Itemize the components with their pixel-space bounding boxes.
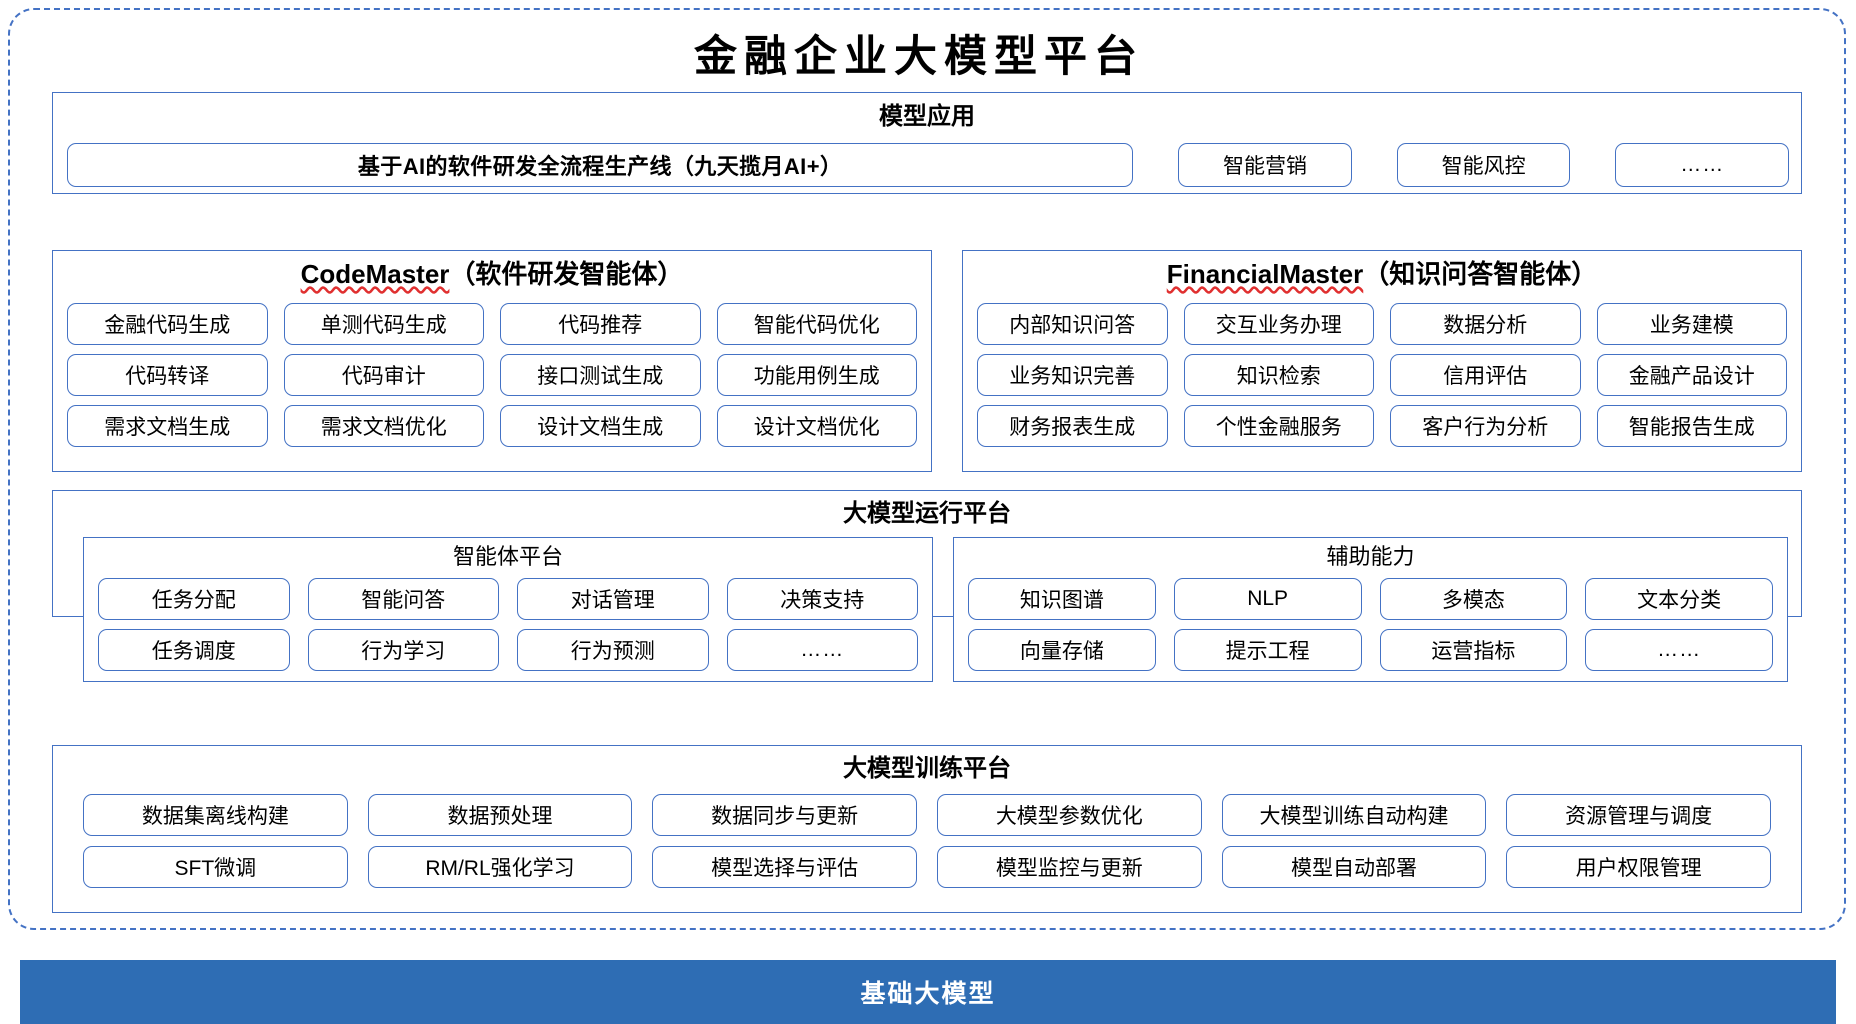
training-platform-heading: 大模型训练平台 bbox=[843, 755, 1011, 782]
financialmaster-capability-grid: 内部知识问答 交互业务办理 数据分析 业务建模 业务知识完善 知识检索 信用评估… bbox=[977, 303, 1787, 447]
codemaster-item[interactable]: 设计文档优化 bbox=[716, 405, 917, 447]
codemaster-name-en: CodeMaster bbox=[300, 259, 450, 289]
auxiliary-capability-item-more[interactable]: …… bbox=[1585, 629, 1773, 671]
agent-platform-grid: 任务分配 智能问答 对话管理 决策支持 任务调度 行为学习 行为预测 …… bbox=[98, 578, 918, 671]
auxiliary-capability-subpanel: 辅助能力 知识图谱 NLP 多模态 文本分类 向量存储 提示工程 运营指标 …… bbox=[953, 537, 1788, 682]
page-title: 金融企业大模型平台 bbox=[694, 32, 1144, 82]
financialmaster-item[interactable]: 财务报表生成 bbox=[977, 405, 1168, 447]
auxiliary-capability-item[interactable]: 文本分类 bbox=[1585, 578, 1773, 620]
training-platform-item[interactable]: 大模型参数优化 bbox=[936, 794, 1202, 836]
codemaster-item[interactable]: 金融代码生成 bbox=[67, 303, 268, 345]
training-platform-item[interactable]: 用户权限管理 bbox=[1506, 846, 1771, 888]
codemaster-heading: CodeMaster（软件研发智能体） bbox=[53, 261, 931, 287]
codemaster-item[interactable]: 单测代码生成 bbox=[283, 303, 484, 345]
agent-platform-item[interactable]: 任务分配 bbox=[98, 578, 290, 620]
agent-platform-subpanel: 智能体平台 任务分配 智能问答 对话管理 决策支持 任务调度 行为学习 行为预测… bbox=[83, 537, 933, 682]
financialmaster-item[interactable]: 智能报告生成 bbox=[1596, 405, 1787, 447]
agent-platform-item[interactable]: 行为学习 bbox=[307, 629, 499, 671]
financialmaster-item[interactable]: 交互业务办理 bbox=[1183, 303, 1374, 345]
agent-platform-item[interactable]: 决策支持 bbox=[726, 578, 918, 620]
app-item-pipeline[interactable]: 基于AI的软件研发全流程生产线（九天揽月AI+） bbox=[67, 143, 1134, 187]
auxiliary-capability-heading: 辅助能力 bbox=[1326, 544, 1415, 569]
codemaster-name-cn: （软件研发智能体） bbox=[449, 259, 684, 289]
diagram-outer-frame bbox=[8, 8, 1846, 930]
auxiliary-capability-item[interactable]: 多模态 bbox=[1379, 578, 1568, 620]
financialmaster-item[interactable]: 内部知识问答 bbox=[977, 303, 1168, 345]
foundation-model-banner: 基础大模型 bbox=[20, 960, 1836, 1024]
codemaster-capability-grid: 金融代码生成 单测代码生成 代码推荐 智能代码优化 代码转译 代码审计 接口测试… bbox=[67, 303, 917, 447]
auxiliary-capability-item[interactable]: 知识图谱 bbox=[968, 578, 1156, 620]
auxiliary-capability-item[interactable]: 运营指标 bbox=[1379, 629, 1568, 671]
training-platform-item[interactable]: 数据预处理 bbox=[367, 794, 633, 836]
runtime-platform-panel: 大模型运行平台 智能体平台 任务分配 智能问答 对话管理 决策支持 任务调度 行… bbox=[52, 490, 1802, 682]
auxiliary-capability-item[interactable]: 向量存储 bbox=[968, 629, 1156, 671]
training-platform-item[interactable]: 大模型训练自动构建 bbox=[1221, 794, 1487, 836]
model-application-items: 基于AI的软件研发全流程生产线（九天揽月AI+） 智能营销 智能风控 …… bbox=[67, 143, 1790, 187]
training-platform-item[interactable]: 模型监控与更新 bbox=[936, 846, 1202, 888]
agent-platform-item[interactable]: 智能问答 bbox=[307, 578, 499, 620]
financialmaster-name-cn: （知识问答智能体） bbox=[1363, 259, 1598, 289]
codemaster-item[interactable]: 需求文档生成 bbox=[67, 405, 268, 447]
auxiliary-capability-item[interactable]: NLP bbox=[1173, 578, 1362, 620]
training-platform-item[interactable]: SFT微调 bbox=[83, 846, 348, 888]
training-platform-grid: 数据集离线构建 数据预处理 数据同步与更新 大模型参数优化 大模型训练自动构建 … bbox=[83, 794, 1771, 888]
codemaster-item[interactable]: 接口测试生成 bbox=[500, 354, 701, 396]
auxiliary-capability-item[interactable]: 提示工程 bbox=[1173, 629, 1362, 671]
app-item-marketing[interactable]: 智能营销 bbox=[1178, 143, 1352, 187]
financialmaster-item[interactable]: 业务知识完善 bbox=[977, 354, 1168, 396]
financialmaster-item[interactable]: 客户行为分析 bbox=[1390, 405, 1581, 447]
training-platform-item[interactable]: 资源管理与调度 bbox=[1506, 794, 1771, 836]
training-platform-panel: 大模型训练平台 数据集离线构建 数据预处理 数据同步与更新 大模型参数优化 大模… bbox=[52, 745, 1802, 913]
codemaster-item[interactable]: 代码审计 bbox=[283, 354, 484, 396]
agent-platform-item[interactable]: 对话管理 bbox=[517, 578, 709, 620]
financialmaster-item[interactable]: 业务建模 bbox=[1596, 303, 1787, 345]
model-application-panel: 模型应用 基于AI的软件研发全流程生产线（九天揽月AI+） 智能营销 智能风控 … bbox=[52, 92, 1802, 194]
training-platform-item[interactable]: 数据同步与更新 bbox=[652, 794, 917, 836]
codemaster-item[interactable]: 智能代码优化 bbox=[716, 303, 917, 345]
agent-platform-item[interactable]: 任务调度 bbox=[98, 629, 290, 671]
agent-platform-heading: 智能体平台 bbox=[452, 544, 563, 569]
financialmaster-name-en: FinancialMaster bbox=[1166, 259, 1364, 289]
financialmaster-item[interactable]: 个性金融服务 bbox=[1183, 405, 1374, 447]
codemaster-item[interactable]: 代码转译 bbox=[67, 354, 268, 396]
codemaster-item[interactable]: 功能用例生成 bbox=[716, 354, 917, 396]
app-item-more[interactable]: …… bbox=[1615, 143, 1790, 187]
training-platform-item[interactable]: 模型自动部署 bbox=[1221, 846, 1487, 888]
codemaster-item[interactable]: 代码推荐 bbox=[500, 303, 701, 345]
financialmaster-item[interactable]: 数据分析 bbox=[1390, 303, 1581, 345]
financialmaster-item[interactable]: 金融产品设计 bbox=[1596, 354, 1787, 396]
agent-platform-item[interactable]: 行为预测 bbox=[517, 629, 709, 671]
auxiliary-capability-grid: 知识图谱 NLP 多模态 文本分类 向量存储 提示工程 运营指标 …… bbox=[968, 578, 1773, 671]
runtime-platform-heading: 大模型运行平台 bbox=[843, 500, 1011, 527]
agent-platform-item-more[interactable]: …… bbox=[726, 629, 918, 671]
financialmaster-panel: FinancialMaster（知识问答智能体） 内部知识问答 交互业务办理 数… bbox=[962, 250, 1802, 472]
codemaster-item[interactable]: 需求文档优化 bbox=[283, 405, 484, 447]
codemaster-panel: CodeMaster（软件研发智能体） 金融代码生成 单测代码生成 代码推荐 智… bbox=[52, 250, 932, 472]
training-platform-item[interactable]: 数据集离线构建 bbox=[83, 794, 348, 836]
financialmaster-item[interactable]: 知识检索 bbox=[1183, 354, 1374, 396]
codemaster-item[interactable]: 设计文档生成 bbox=[500, 405, 701, 447]
financialmaster-heading: FinancialMaster（知识问答智能体） bbox=[963, 261, 1801, 287]
app-item-riskcontrol[interactable]: 智能风控 bbox=[1396, 143, 1571, 187]
training-platform-item[interactable]: 模型选择与评估 bbox=[652, 846, 917, 888]
financialmaster-item[interactable]: 信用评估 bbox=[1390, 354, 1581, 396]
training-platform-item[interactable]: RM/RL强化学习 bbox=[367, 846, 633, 888]
model-application-heading: 模型应用 bbox=[879, 103, 975, 130]
